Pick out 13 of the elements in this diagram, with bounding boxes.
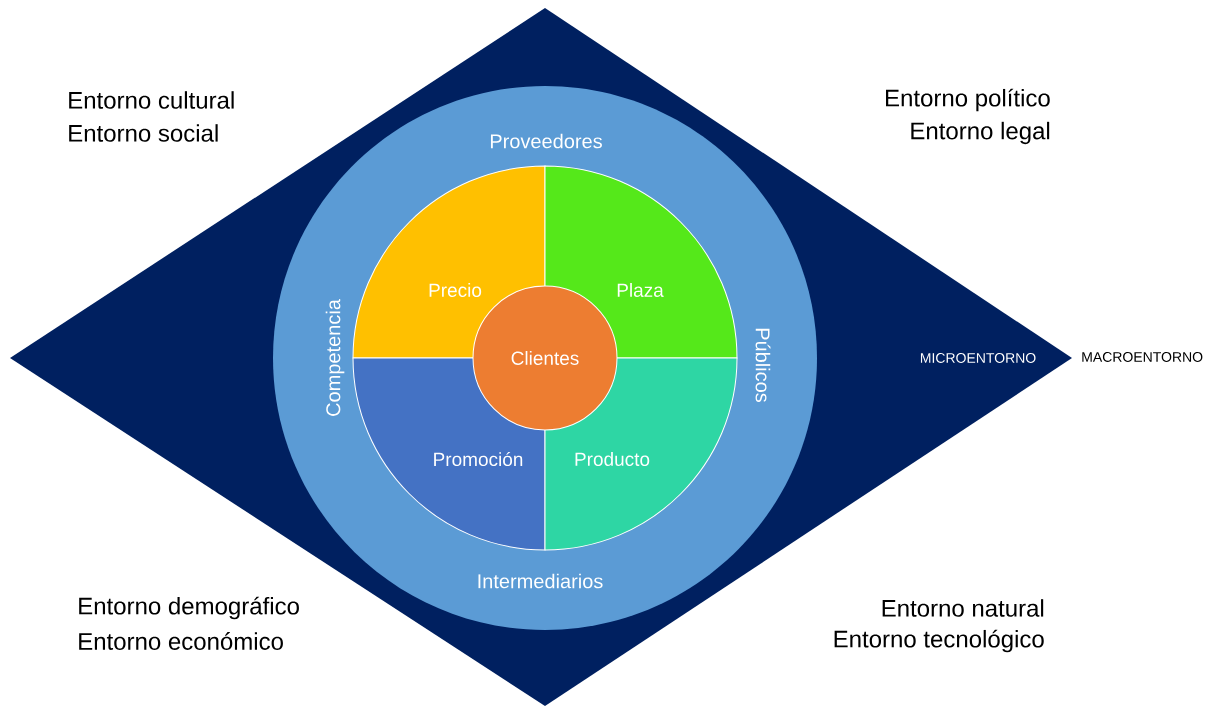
environment-label: Entorno tecnológico bbox=[834, 629, 1044, 653]
environment-label: Entorno social bbox=[69, 124, 218, 142]
environment-label: Entorno cultural bbox=[69, 91, 234, 109]
environment-label: Entorno político bbox=[886, 88, 1050, 112]
ring-label: Competencia bbox=[325, 299, 345, 416]
environment-label: Entorno natural bbox=[882, 599, 1044, 617]
environment-label: MACROENTORNO bbox=[1082, 352, 1203, 362]
environment-label: Entorno económico bbox=[79, 632, 283, 650]
ring-label: Proveedores bbox=[490, 133, 602, 149]
ring-label: Públicos bbox=[755, 328, 771, 403]
ring-label: Intermediarios bbox=[478, 573, 603, 589]
environment-label: Entorno legal bbox=[911, 121, 1050, 145]
environment-label: Entorno demográfico bbox=[79, 596, 299, 620]
